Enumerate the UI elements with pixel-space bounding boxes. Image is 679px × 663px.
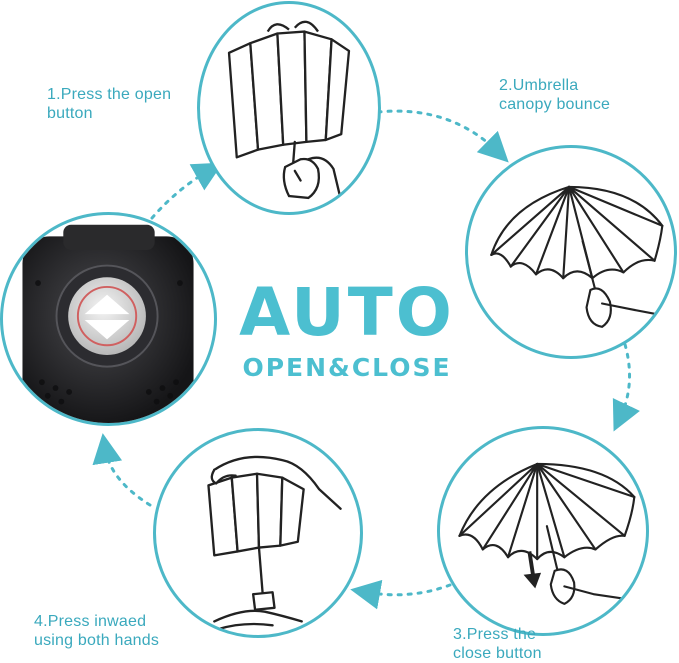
closing-umbrella-hands-icon (207, 455, 342, 631)
arrow-step3-to-step4 (350, 579, 452, 610)
step2-label: 2.Umbrella canopy bounce (499, 76, 610, 114)
step4-label-line2: using both hands (34, 632, 160, 649)
folded-umbrella-hand-icon (227, 20, 351, 211)
auto-button-icon (22, 224, 194, 423)
step1-circle (197, 1, 381, 215)
open-umbrella-icon (490, 185, 674, 328)
step1-label: 1.Press the open button (47, 85, 171, 123)
step3-circle (437, 426, 649, 636)
down-arrow-icon (523, 551, 542, 589)
step1-label-line1: 1.Press the open (47, 86, 172, 103)
step2-circle (465, 145, 677, 359)
step3-label-line1: 3.Press the (453, 626, 537, 643)
step4-label: 4.Press inwaed using both hands (34, 612, 159, 650)
step4-circle (153, 428, 363, 638)
step2-label-line1: 2.Umbrella (499, 77, 579, 94)
step1-label-line2: button (47, 105, 93, 122)
title-main: AUTO (239, 274, 455, 351)
step2-label-line2: canopy bounce (499, 96, 611, 113)
step3-label-line2: close button (453, 645, 542, 662)
title-sub: OPEN&CLOSE (242, 353, 452, 382)
closing-umbrella-icon (458, 462, 646, 605)
auto-button-circle (0, 212, 217, 426)
arrow-step1-to-step2 (376, 109, 509, 163)
step3-label: 3.Press the close button (453, 625, 542, 663)
step4-label-line1: 4.Press inwaed (34, 613, 147, 630)
arrow-step4-to-button (92, 433, 152, 507)
